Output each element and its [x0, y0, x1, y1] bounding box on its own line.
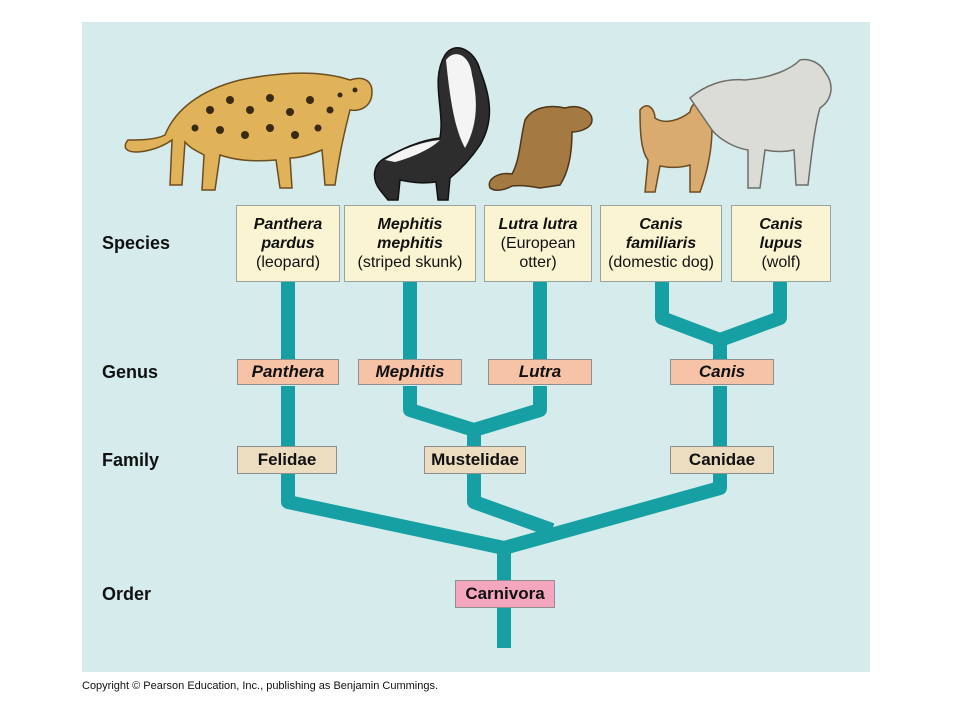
species-otter-common-1: (European [500, 235, 576, 252]
species-skunk-common: (striped skunk) [357, 254, 463, 271]
order-box-carnivora: Carnivora [455, 580, 555, 608]
species-dog-common: (domestic dog) [608, 254, 714, 271]
skunk-illustration [373, 47, 491, 201]
species-skunk-sci-2: mephitis [377, 235, 443, 252]
rank-label-species: Species [102, 233, 171, 253]
branch-mustelidae [403, 386, 547, 437]
branch-order-middle [467, 474, 555, 537]
species-wolf-sci-1: Canis [759, 216, 803, 233]
species-leopard-common: (leopard) [255, 254, 321, 271]
species-skunk-sci-1: Mephitis [377, 216, 443, 233]
species-otter-common-2: otter) [519, 254, 557, 271]
species-wolf-sci-2: lupus [759, 235, 803, 252]
species-leopard-sci-1: Panthera [253, 216, 323, 233]
species-box-skunk: Mephitis mephitis (striped skunk) [344, 205, 476, 282]
species-box-domestic-dog: Canis familiaris (domestic dog) [600, 205, 722, 282]
rank-label-order: Order [102, 584, 152, 604]
genus-box-panthera: Panthera [237, 359, 339, 385]
species-box-wolf: Canis lupus (wolf) [731, 205, 831, 282]
rank-label-family: Family [102, 450, 160, 470]
species-box-leopard: Panthera pardus (leopard) [236, 205, 340, 282]
genus-box-mephitis: Mephitis [358, 359, 462, 385]
genus-box-lutra: Lutra [488, 359, 592, 385]
genus-box-canis: Canis [670, 359, 774, 385]
species-wolf-common: (wolf) [761, 254, 801, 271]
family-box-felidae: Felidae [237, 446, 337, 474]
leopard-illustration [124, 72, 373, 191]
species-otter-sci-1: Lutra lutra [498, 216, 578, 233]
species-dog-sci-2: familiaris [625, 235, 697, 252]
branch-canis [655, 282, 787, 347]
species-leopard-sci-2: pardus [261, 235, 315, 252]
otter-illustration [488, 105, 593, 191]
species-box-otter: Lutra lutra (European otter) [484, 205, 592, 282]
species-dog-sci-1: Canis [639, 216, 683, 233]
family-box-canidae: Canidae [670, 446, 774, 474]
family-box-mustelidae: Mustelidae [424, 446, 526, 474]
copyright-notice: Copyright © Pearson Education, Inc., pub… [82, 680, 439, 692]
wolf-illustration [689, 58, 832, 189]
rank-label-genus: Genus [102, 362, 159, 382]
branch-order-right [502, 474, 727, 555]
branch-order-left [281, 474, 506, 555]
